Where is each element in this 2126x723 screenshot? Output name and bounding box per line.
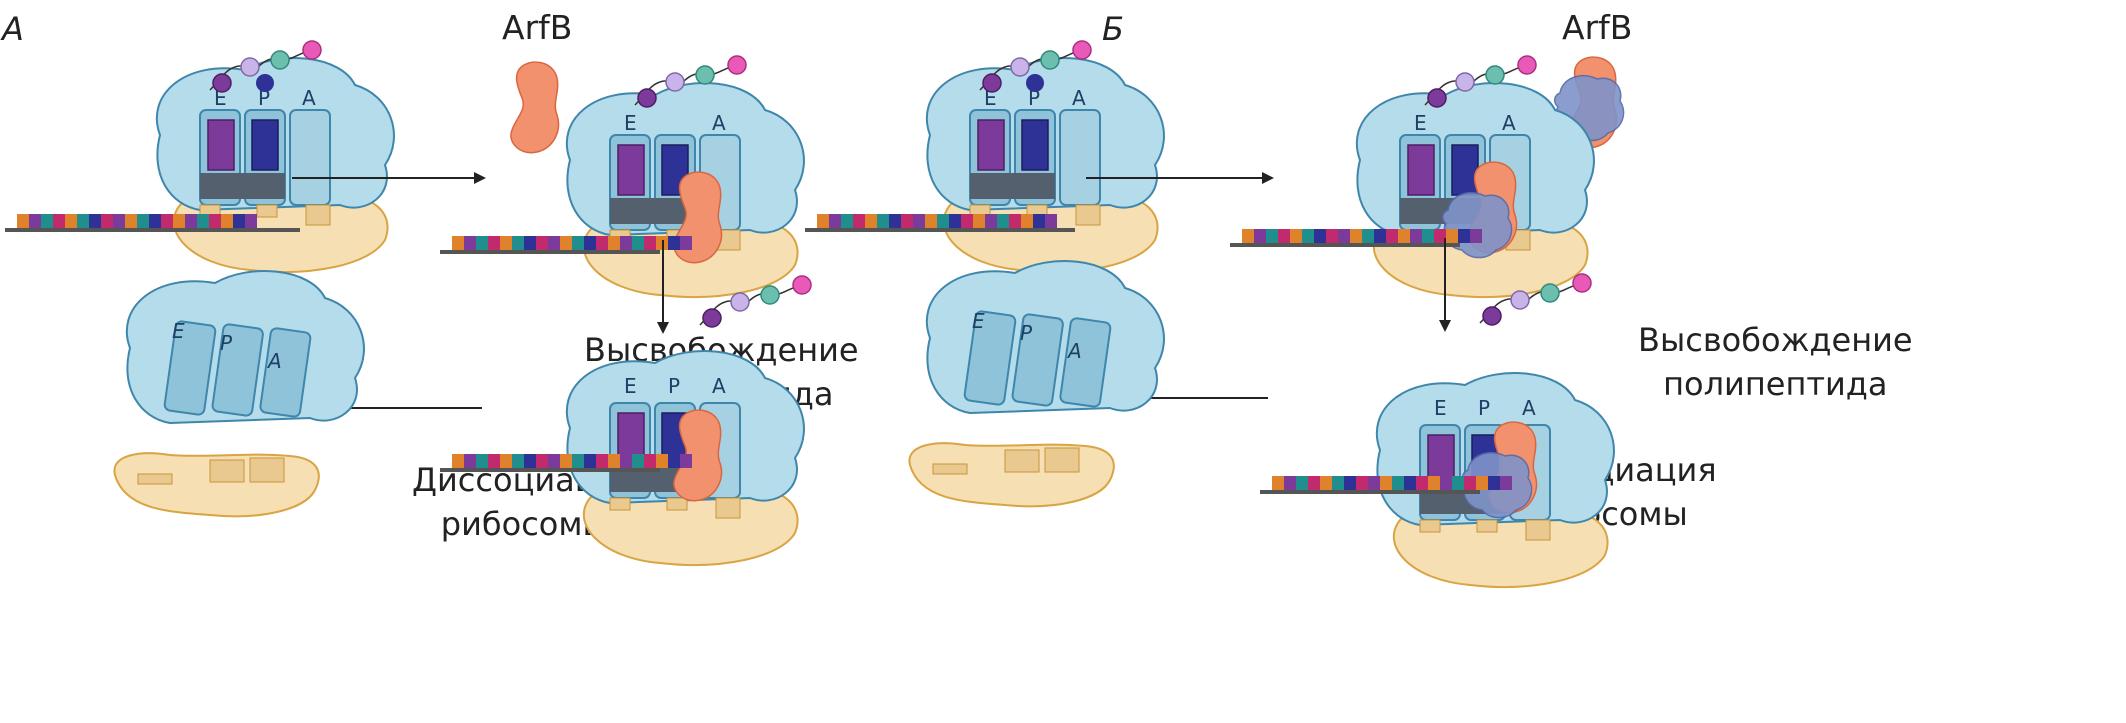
svg-text:A: A bbox=[266, 349, 282, 373]
large-subunit-free-b: E P A bbox=[925, 260, 1165, 414]
mrna-a-1 bbox=[5, 214, 300, 232]
ribosome-arfb-bound-b: E A bbox=[1355, 55, 1595, 298]
panel-letter-a: А bbox=[2, 10, 24, 48]
arfb-protein-a bbox=[510, 61, 560, 154]
svg-text:E: E bbox=[972, 309, 985, 333]
site-a-label: A bbox=[712, 374, 726, 398]
ribosome-post-release-a: E P A bbox=[565, 350, 805, 566]
svg-text:A: A bbox=[1522, 396, 1536, 420]
svg-text:E: E bbox=[1434, 396, 1447, 420]
ribosome-arfb-bound-a: E A bbox=[565, 55, 805, 298]
svg-text:A: A bbox=[1066, 339, 1082, 363]
arfb-label-a: ArfB bbox=[502, 8, 573, 47]
svg-text:A: A bbox=[1072, 86, 1086, 110]
svg-text:P: P bbox=[1020, 321, 1033, 345]
large-subunit-free-a: E P A bbox=[125, 270, 365, 424]
site-a-label: A bbox=[712, 111, 726, 135]
arfb-label-b: ArfB bbox=[1562, 8, 1633, 47]
ribosome-post-release-b: E P A bbox=[1375, 372, 1615, 588]
mrna-b-3 bbox=[1260, 476, 1512, 494]
site-p-label: P bbox=[258, 86, 270, 110]
mrna-a-3 bbox=[440, 454, 692, 472]
svg-text:P: P bbox=[220, 331, 233, 355]
site-e-label: E bbox=[624, 374, 637, 398]
mrna-b-2 bbox=[1230, 229, 1482, 247]
mrna-b-1 bbox=[805, 214, 1075, 232]
panel-letter-b: Б bbox=[1102, 10, 1124, 48]
svg-text:E: E bbox=[172, 319, 185, 343]
small-subunit-free-a bbox=[113, 452, 320, 518]
svg-text:A: A bbox=[1502, 111, 1516, 135]
svg-text:P: P bbox=[1478, 396, 1490, 420]
svg-text:P: P bbox=[1028, 86, 1040, 110]
ribosome-initial-b: E P A bbox=[925, 40, 1165, 273]
site-a-label: A bbox=[302, 86, 316, 110]
mrna-a-2 bbox=[440, 236, 692, 254]
small-subunit-free-b bbox=[908, 442, 1115, 508]
site-e-label: E bbox=[624, 111, 637, 135]
svg-text:E: E bbox=[1414, 111, 1427, 135]
ribosome-initial-a: E P A bbox=[155, 40, 395, 273]
site-p-label: P bbox=[668, 374, 680, 398]
release-label-b: Высвобождение полипептида bbox=[1638, 321, 1913, 403]
